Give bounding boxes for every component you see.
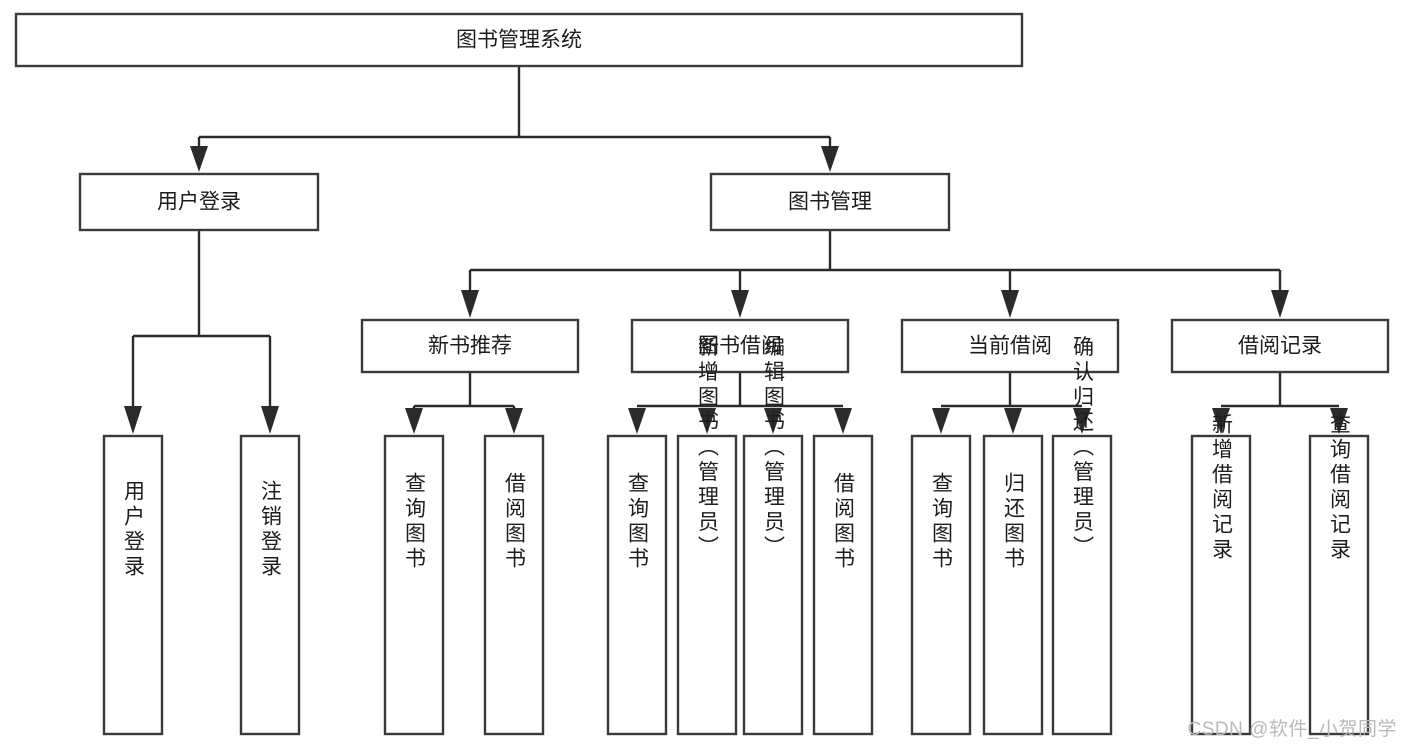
arrow-to-leaf-query-book-1-icon: [405, 408, 423, 434]
leaf-confirm-return-box[interactable]: [1051, 434, 1113, 736]
edge-group-user-login: [124, 230, 279, 434]
arrow-to-borrow-record-icon: [1271, 290, 1289, 318]
node-new-book-rec-box[interactable]: [360, 318, 580, 374]
leaf-borrow-book-1-box[interactable]: [483, 434, 545, 736]
node-book-borrow-label: 图书借阅: [698, 335, 782, 358]
node-current-borrow[interactable]: 当前借阅: [900, 318, 1120, 374]
node-root-label: 图书管理系统: [456, 29, 582, 52]
node-user-login[interactable]: 用户登录: [78, 172, 320, 232]
node-book-manage-box[interactable]: [709, 172, 951, 232]
node-book-borrow-box[interactable]: [630, 318, 850, 374]
node-root[interactable]: 图书管理系统: [14, 12, 1024, 68]
leaf-user-logout-label: 注销登录: [259, 480, 283, 580]
leaf-add-book-box[interactable]: [676, 434, 738, 736]
arrow-to-book-borrow-icon: [731, 290, 749, 318]
node-current-borrow-label: 当前借阅: [968, 335, 1052, 358]
leaf-add-book[interactable]: 新增图书（管理员）: [676, 336, 738, 736]
node-borrow-record-label: 借阅记录: [1238, 335, 1322, 358]
leaf-query-book-3[interactable]: 查询图书: [910, 434, 972, 736]
leaf-query-book-1-box[interactable]: [383, 434, 445, 736]
node-borrow-record-box[interactable]: [1170, 318, 1390, 374]
arrow-to-leaf-user-logout-icon: [261, 406, 279, 434]
leaf-borrow-book-1[interactable]: 借阅图书: [483, 434, 545, 736]
leaf-edit-book-label: 编辑图书（管理员）: [762, 336, 786, 561]
leaf-query-book-2-box[interactable]: [606, 434, 668, 736]
edge-group-new-book-rec: [405, 372, 523, 434]
arrow-to-leaf-borrow-book-2-icon: [834, 408, 852, 434]
leaf-query-record-label: 查询借阅记录: [1328, 413, 1352, 563]
leaf-borrow-book-2-label: 借阅图书: [832, 472, 856, 572]
leaf-borrow-book-2[interactable]: 借阅图书: [812, 434, 874, 736]
leaf-query-record-box[interactable]: [1308, 434, 1370, 736]
leaf-return-book-label: 归还图书: [1002, 472, 1026, 572]
node-new-book-rec-label: 新书推荐: [428, 335, 512, 358]
arrow-to-leaf-query-book-3-icon: [932, 408, 950, 434]
leaf-confirm-return[interactable]: 确认归还（管理员）: [1051, 336, 1113, 736]
arrow-to-leaf-query-record-icon: [1330, 408, 1348, 434]
leaf-add-book-label: 新增图书（管理员）: [696, 336, 720, 561]
edge-group-borrow-record: [1212, 372, 1348, 434]
node-borrow-record[interactable]: 借阅记录: [1170, 318, 1390, 374]
leaf-query-book-1-label: 查询图书: [403, 472, 427, 572]
arrow-root-to-book-manage-icon: [821, 146, 839, 172]
leaf-edit-book-box[interactable]: [742, 434, 804, 736]
node-user-login-label: 用户登录: [157, 191, 241, 214]
arrow-to-leaf-borrow-book-1-icon: [505, 408, 523, 434]
arrow-to-leaf-return-book-icon: [1004, 408, 1022, 434]
arrow-to-leaf-user-login-icon: [124, 406, 142, 434]
leaf-user-login-label: 用户登录: [122, 480, 146, 580]
node-current-borrow-box[interactable]: [900, 318, 1120, 374]
leaf-user-logout[interactable]: 注销登录: [239, 434, 301, 736]
leaf-query-record[interactable]: 查询借阅记录: [1308, 413, 1370, 736]
edge-group-current-borrow: [932, 372, 1091, 434]
node-book-manage[interactable]: 图书管理: [709, 172, 951, 232]
leaf-query-book-1[interactable]: 查询图书: [383, 434, 445, 736]
arrow-to-current-borrow-icon: [1001, 290, 1019, 318]
node-book-borrow[interactable]: 图书借阅: [630, 318, 850, 374]
arrow-to-leaf-confirm-return-icon: [1073, 408, 1091, 434]
leaf-query-book-3-label: 查询图书: [930, 472, 954, 572]
arrow-to-leaf-edit-book-icon: [764, 408, 782, 434]
leaf-query-book-3-box[interactable]: [910, 434, 972, 736]
node-root-box[interactable]: [14, 12, 1024, 68]
arrow-root-to-user-login-icon: [190, 146, 208, 172]
leaf-add-record[interactable]: 新增借阅记录: [1190, 413, 1252, 736]
leaf-add-record-label: 新增借阅记录: [1210, 413, 1234, 563]
leaf-confirm-return-label: 确认归还（管理员）: [1071, 336, 1095, 561]
node-book-manage-label: 图书管理: [788, 191, 872, 214]
leaf-borrow-book-1-label: 借阅图书: [503, 472, 527, 572]
node-user-login-box[interactable]: [78, 172, 320, 232]
arrow-to-leaf-query-book-2-icon: [628, 408, 646, 434]
leaf-return-book-box[interactable]: [982, 434, 1044, 736]
leaf-user-login-box[interactable]: [102, 434, 164, 736]
leaf-edit-book[interactable]: 编辑图书（管理员）: [742, 336, 804, 736]
leaf-user-login[interactable]: 用户登录: [102, 434, 164, 736]
leaf-query-book-2-label: 查询图书: [626, 472, 650, 572]
edge-group-root: [190, 66, 839, 172]
leaf-user-logout-box[interactable]: [239, 434, 301, 736]
edge-group-book-borrow: [628, 372, 852, 434]
leaf-add-record-box[interactable]: [1190, 434, 1252, 736]
arrow-to-leaf-add-record-icon: [1212, 408, 1230, 434]
arrow-to-leaf-add-book-icon: [698, 408, 716, 434]
node-new-book-rec[interactable]: 新书推荐: [360, 318, 580, 374]
edge-group-book-manage: [461, 230, 1289, 318]
arrow-to-new-book-rec-icon: [461, 290, 479, 318]
leaf-return-book[interactable]: 归还图书: [982, 434, 1044, 736]
leaf-query-book-2[interactable]: 查询图书: [606, 434, 668, 736]
leaf-borrow-book-2-box[interactable]: [812, 434, 874, 736]
